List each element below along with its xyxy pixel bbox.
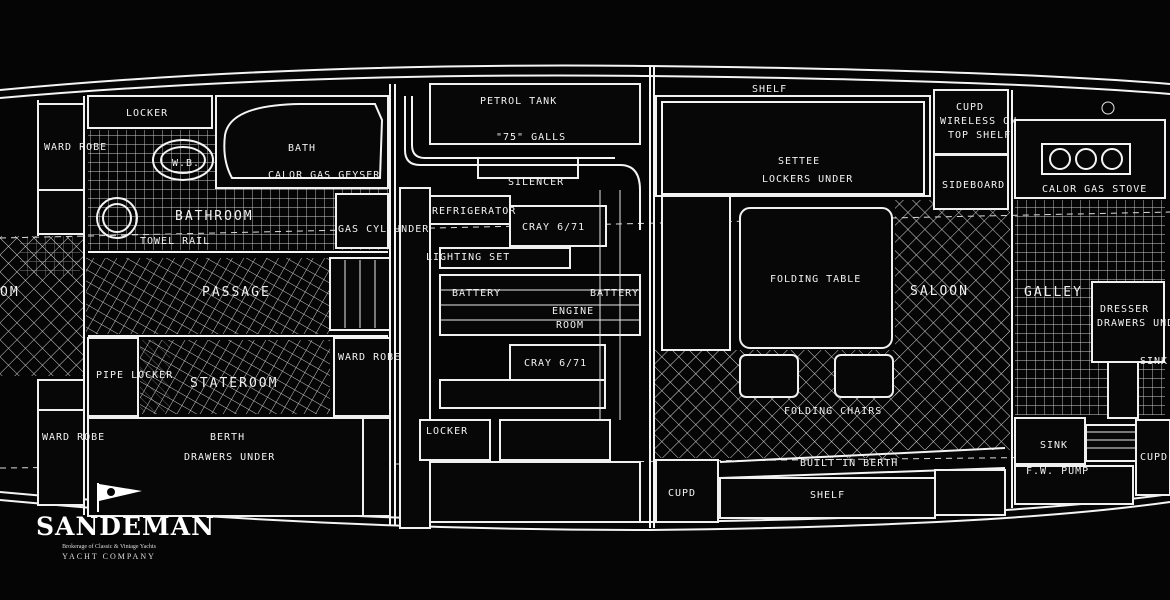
label-bath: BATH [288,143,316,154]
brand-company: YACHT COMPANY [62,552,156,561]
label-petrol-tank: PETROL TANK [480,96,557,107]
label-calor-gas-stove: CALOR GAS STOVE [1042,184,1147,195]
label-bathroom: BATHROOM [175,209,254,224]
forward-cabins [37,95,391,517]
label-built-in-berth: BUILT IN BERTH [800,458,898,469]
label-passage: PASSAGE [202,285,271,300]
label-galley: GALLEY [1024,285,1083,300]
label-stateroom: STATEROOM [190,376,278,391]
label-room-left: OM [0,285,20,300]
label-berth: BERTH [210,432,245,443]
sandeman-flag-logo [97,483,142,512]
label-folding-table: FOLDING TABLE [770,274,861,285]
label-sink: SINK [1140,356,1168,367]
label-engine: ENGINE [552,306,594,317]
label-lighting-set: LIGHTING SET [426,252,510,263]
room-labels: LOCKER WARD ROBE BATH CALOR GAS GEYSER W… [0,84,1170,501]
label-drawers-under-galley: DRAWERS UNDER [1097,318,1170,329]
label-wireless-on: WIRELESS ON [940,116,1017,127]
label-pipe-locker: PIPE LOCKER [96,370,173,381]
label-locker-mid: LOCKER [426,426,468,437]
label-locker-top: LOCKER [126,108,168,119]
label-dresser: DRESSER [1100,304,1149,315]
label-cupd-right: CUPD [1140,452,1168,463]
label-shelf-top: SHELF [752,84,787,95]
label-room: ROOM [556,320,584,331]
label-fw-pump: F.W. PUMP [1026,466,1089,477]
label-sink-pump: SINK [1040,440,1068,451]
label-towel-rail: TOWEL RAIL [140,236,210,247]
label-silencer: SILENCER [508,177,564,188]
engine-room [399,83,641,529]
label-drawers-under: DRAWERS UNDER [184,452,275,463]
label-top-shelf: TOP SHELF [948,130,1011,141]
label-ward-robe-left: WARD ROBE [42,432,105,443]
label-battery-1: BATTERY [452,288,501,299]
label-calor-gas-geyser: CALOR GAS GEYSER [268,170,380,181]
brand-tagline: Brokerage of Classic & Vintage Yachts [62,544,156,550]
label-refrigerator: REFRIGERATOR [432,206,516,217]
label-cray-bottom: CRAY 6/71 [524,358,587,369]
label-gas-cyl: GAS CYL UNDER [338,224,429,235]
label-settee: SETTEE [778,156,820,167]
label-saloon: SALOON [910,284,969,299]
label-wb: W.B. [172,158,200,169]
label-sideboard: SIDEBOARD [942,180,1005,191]
saloon [655,89,1009,523]
label-cray-top: CRAY 6/71 [522,222,585,233]
brand-name: SANDEMAN [36,512,215,541]
label-ward-robe-top: WARD ROBE [44,142,107,153]
galley [1014,101,1170,505]
label-cupd-bottom: CUPD [668,488,696,499]
label-hard-robe-mid: WARD ROBE [338,352,401,363]
label-lockers-under: LOCKERS UNDER [762,174,853,185]
label-cupd-wireless: CUPD [956,102,984,113]
label-galls: "75" GALLS [496,132,566,143]
label-shelf: SHELF [810,490,845,501]
label-folding-chairs: FOLDING CHAIRS [784,406,882,417]
label-battery-2: BATTERY [590,288,639,299]
